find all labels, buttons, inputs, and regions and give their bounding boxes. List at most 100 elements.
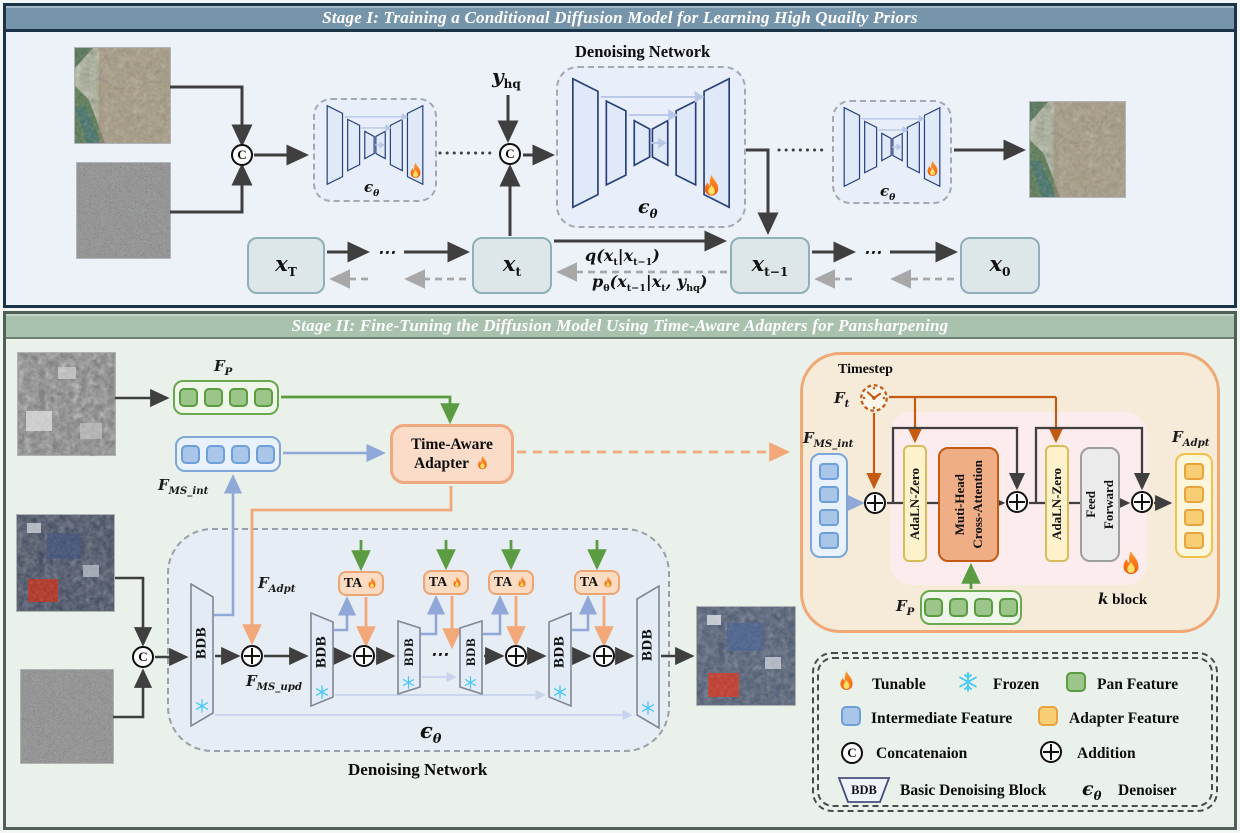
legend-adapter-swatch	[1038, 706, 1058, 726]
state-box-x0: x0	[960, 237, 1040, 294]
feature-box-F-P-detail	[920, 590, 1022, 625]
add-symbol-detail-in	[864, 492, 886, 514]
legend-box	[812, 652, 1218, 812]
image-x0-stage2	[697, 607, 795, 705]
unet-small-1-bars	[326, 104, 424, 186]
legend-frozen: Frozen	[993, 676, 1040, 693]
unet-small-2-bars	[843, 106, 941, 188]
add-symbol-detail-out	[1131, 491, 1153, 513]
ta-box-4: TA	[574, 570, 620, 595]
ta-box-1: TA	[338, 571, 384, 596]
image-x0-stage1	[1030, 102, 1125, 197]
flame-icon	[604, 576, 612, 587]
chain-dots-left: ⋯	[377, 242, 395, 263]
add-symbol-2	[353, 645, 375, 667]
state-box-xT: xT	[247, 237, 325, 294]
timestep-clock-icon	[860, 384, 888, 412]
legend-bdb-icon: BDB	[837, 777, 891, 803]
bdb-block-6: BDB	[636, 584, 660, 730]
q-distribution-label: q(xt|xt−1)	[585, 246, 660, 269]
stage1-banner-text: Stage I: Training a Conditional Diffusio…	[322, 7, 918, 27]
feature-box-F-MS-int	[175, 436, 281, 472]
add-symbol-4	[593, 645, 615, 667]
state-box-xt-1: xt−1	[730, 237, 810, 294]
add-symbol-detail-mid	[1006, 491, 1028, 513]
feature-box-F-P	[173, 380, 279, 415]
legend-concat: Concatenaion	[876, 745, 968, 762]
snowflake-icon	[641, 701, 655, 715]
snowflake-icon	[402, 676, 415, 689]
snowflake-icon	[195, 699, 209, 713]
stage2-banner: Stage II: Fine-Tuning the Diffusion Mode…	[6, 314, 1234, 339]
label-F-MS-upd: FMS_upd	[246, 672, 303, 693]
unet-big-bars	[571, 77, 731, 209]
label-y-hq-cond: yhq	[492, 64, 521, 91]
flame-icon	[840, 671, 853, 690]
legend-addition-icon	[1040, 741, 1062, 763]
image-x-T-noise	[77, 163, 170, 258]
flame-icon	[453, 576, 461, 587]
bdb-block-5: BDB	[548, 611, 572, 708]
flame-icon	[704, 175, 719, 196]
flame-icon	[410, 162, 421, 179]
flame-icon	[927, 160, 938, 177]
stage1-denoising-title: Denoising Network	[575, 42, 711, 61]
chain-dots-right: ⋯	[863, 242, 881, 263]
add-symbol-1	[241, 645, 263, 667]
feature-stack-F-MS-int	[810, 453, 848, 558]
label-F-Adpt-detail: FAdpt	[1172, 428, 1210, 449]
unet-small-1-eps: ϵθ	[364, 178, 380, 199]
stage1-banner: Stage I: Training a Conditional Diffusio…	[6, 6, 1234, 32]
ta-box-2: TA	[423, 570, 469, 595]
svg-text:BDB: BDB	[851, 783, 877, 797]
legend-adapter: Adapter Feature	[1069, 710, 1180, 727]
legend-pan-swatch	[1066, 672, 1086, 692]
bdb-dots: ⋯	[430, 644, 448, 665]
label-F-MS-int-detail: FMS_int	[803, 429, 854, 450]
label-F-t: Ft	[834, 389, 850, 410]
add-symbol-3	[505, 645, 527, 667]
concat-symbol-2: C	[499, 143, 521, 165]
stage2-eps-label: ϵθ	[420, 718, 442, 748]
flame-icon	[1123, 551, 1139, 575]
image-y-ms	[17, 515, 114, 611]
label-F-Adpt: FAdpt	[258, 574, 296, 595]
legend-addition: Addition	[1077, 745, 1136, 762]
mhca-box: Muti-Head Cross-Attention	[938, 447, 999, 562]
legend-eps: ϵθ	[1082, 778, 1102, 803]
label-F-P-detail: FP	[896, 597, 915, 618]
time-aware-adapter-box: Time-Aware Adapter	[390, 424, 514, 484]
bdb-block-4: BDB	[459, 619, 483, 696]
feed-forward-box: Feed Forward	[1080, 447, 1120, 562]
legend-pan: Pan Feature	[1097, 676, 1179, 693]
snowflake-icon	[315, 685, 329, 699]
unet-big-eps: ϵθ	[638, 196, 658, 221]
label-F-P: FP	[214, 357, 233, 378]
flame-icon	[478, 455, 487, 469]
image-y-hq	[75, 48, 170, 143]
unet-small-2-eps: ϵθ	[880, 182, 896, 203]
bdb-block-3: BDB	[397, 619, 421, 696]
snowflake-icon	[464, 676, 477, 689]
bdb-block-2: BDB	[310, 611, 334, 708]
legend-box-inner-border	[817, 657, 1213, 807]
snowflake-icon	[553, 685, 567, 699]
k-block-label: k block	[1098, 590, 1148, 608]
flame-icon	[368, 577, 376, 588]
feature-stack-F-Adpt	[1175, 453, 1213, 558]
legend-concat-icon: C	[841, 742, 863, 764]
legend-tunable: Tunable	[872, 676, 926, 693]
concat-symbol-3: C	[132, 646, 154, 668]
p-distribution-label: pθ(xt−1|xt, yhq)	[592, 272, 708, 295]
snowflake-icon	[959, 672, 977, 692]
legend-bdb-full: Basic Denoising Block	[900, 782, 1047, 799]
timestep-label: Timestep	[838, 362, 893, 377]
bdb-block-1: BDB	[190, 582, 214, 728]
flame-icon	[518, 576, 526, 587]
image-y-p	[18, 353, 115, 455]
ta-box-3: TA	[488, 570, 534, 595]
label-F-MS-int: FMS_int	[158, 476, 209, 497]
image-x-T-noise-stage2	[21, 670, 113, 763]
legend-intermediate-swatch	[841, 706, 861, 726]
